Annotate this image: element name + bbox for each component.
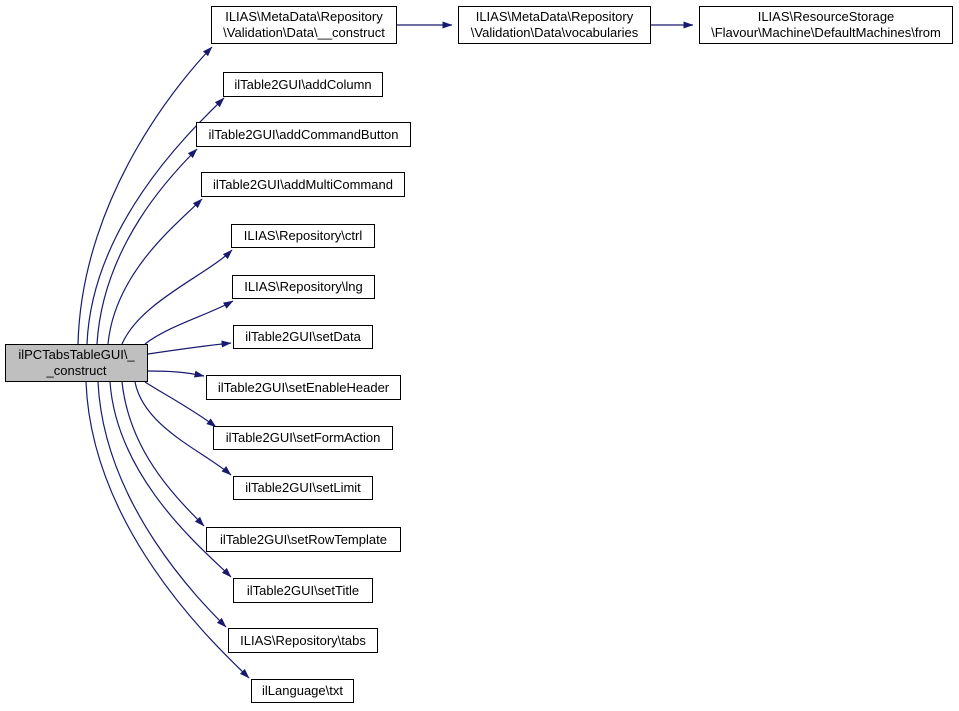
node-ilpctabstablegui-construct: ilPCTabsTableGUI\_ _construct	[5, 344, 148, 382]
edge-main-to-add-column	[86, 97, 225, 345]
node-iltable2gui-addmulticommand[interactable]: ilTable2GUI\addMultiCommand	[201, 172, 405, 197]
edge-main-to-tabs	[97, 381, 227, 628]
node-resourcestorage-defaultmachines-from[interactable]: ILIAS\ResourceStorage \Flavour\Machine\D…	[699, 6, 953, 44]
node-ilias-repository-tabs[interactable]: ILIAS\Repository\tabs	[228, 628, 378, 653]
edge-main-to-set-limit	[134, 381, 232, 476]
edge-main-to-ctrl	[121, 249, 233, 345]
node-metadata-validation-data-construct[interactable]: ILIAS\MetaData\Repository \Validation\Da…	[211, 6, 397, 44]
node-ilias-repository-ctrl[interactable]: ILIAS\Repository\ctrl	[231, 224, 375, 248]
node-iltable2gui-addcommandbutton[interactable]: ilTable2GUI\addCommandButton	[196, 122, 411, 147]
edge-main-to-set-title	[109, 381, 232, 578]
edge-main-to-set-enable-header	[147, 370, 205, 378]
node-iltable2gui-settitle[interactable]: ilTable2GUI\setTitle	[233, 578, 373, 603]
node-iltable2gui-setenableheader[interactable]: ilTable2GUI\setEnableHeader	[206, 375, 401, 400]
node-illanguage-txt[interactable]: ilLanguage\txt	[251, 679, 354, 703]
edge-main-to-add-command-button	[96, 148, 198, 345]
node-iltable2gui-setrowtemplate[interactable]: ilTable2GUI\setRowTemplate	[206, 527, 401, 552]
node-iltable2gui-setlimit[interactable]: ilTable2GUI\setLimit	[233, 476, 373, 500]
edge-main-to-set-row-template	[121, 381, 205, 527]
node-iltable2gui-setformaction[interactable]: ilTable2GUI\setFormAction	[213, 426, 393, 450]
edge-main-to-lng	[144, 300, 234, 345]
edge-main-to-set-form-action	[144, 381, 217, 428]
edge-main-to-txt	[85, 381, 250, 679]
edge-main-to-set-data	[147, 340, 232, 355]
edge-main-to-metadata-data-construct	[77, 46, 213, 345]
node-metadata-validation-data-vocabularies[interactable]: ILIAS\MetaData\Repository \Validation\Da…	[458, 6, 651, 44]
edge-main-to-add-multi-command	[107, 198, 203, 345]
node-iltable2gui-addcolumn[interactable]: ilTable2GUI\addColumn	[223, 72, 383, 97]
node-ilias-repository-lng[interactable]: ILIAS\Repository\lng	[232, 275, 375, 299]
node-iltable2gui-setdata[interactable]: ilTable2GUI\setData	[233, 325, 373, 349]
